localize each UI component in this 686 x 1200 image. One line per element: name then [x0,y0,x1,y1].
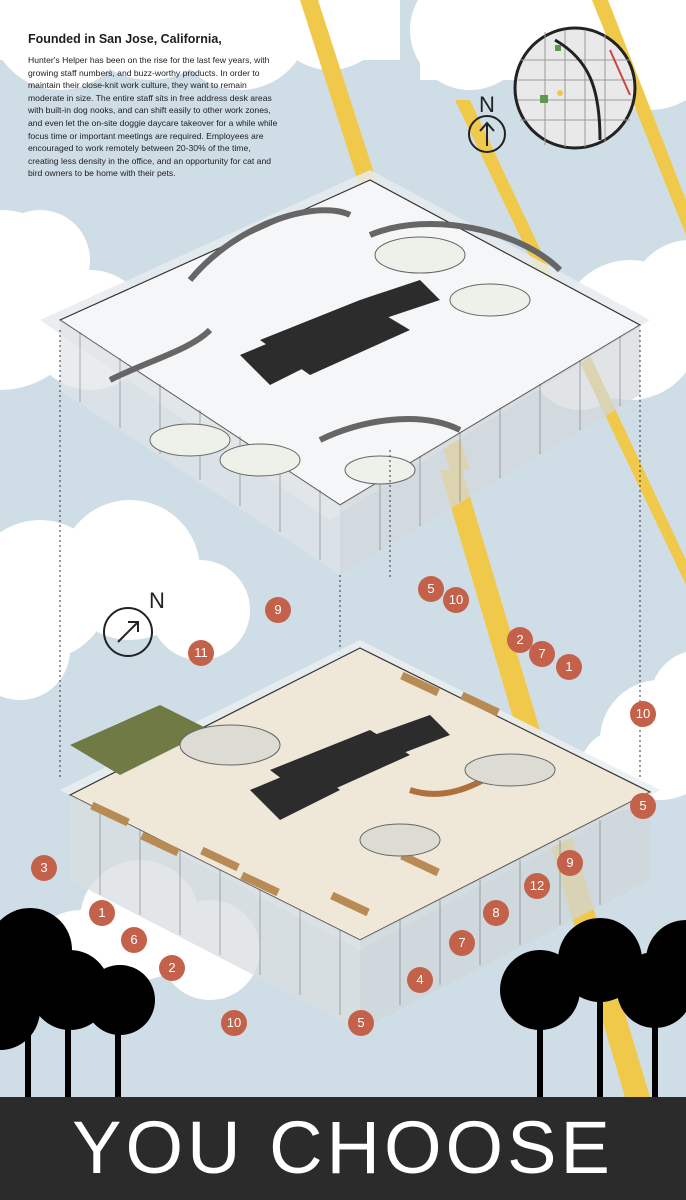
callout-marker: 10 [630,701,656,727]
location-map-icon [513,26,637,150]
callout-marker: 4 [407,967,433,993]
compass-icon [103,607,153,657]
compass-icon [468,115,506,153]
callout-marker: 2 [159,955,185,981]
callout-marker: 2 [507,627,533,653]
banner-title: YOU CHOOSE [72,1106,614,1189]
callout-marker: 3 [31,855,57,881]
callout-marker: 10 [443,587,469,613]
cloud-icon [0,500,250,700]
bottom-banner: YOU CHOOSE [0,1097,686,1200]
callout-marker: 12 [524,873,550,899]
tree-icon [500,918,686,1097]
callout-marker: 9 [557,850,583,876]
callout-marker: 8 [483,900,509,926]
callout-marker: 7 [529,641,555,667]
trees [0,908,686,1097]
callout-marker: 6 [121,927,147,953]
intro-body: Hunter's Helper has been on the rise for… [28,55,278,179]
callout-marker: 7 [449,930,475,956]
callout-marker: 10 [221,1010,247,1036]
intro-text-block: Founded in San Jose, California, Hunter'… [28,32,278,180]
callout-marker: 1 [89,900,115,926]
cloud-icon [0,0,400,90]
lower-floor-plan [60,640,660,1030]
tree-icon [0,908,155,1097]
north-label-lower: N [149,588,165,613]
intro-heading: Founded in San Jose, California, [28,32,222,46]
callout-marker: 5 [630,793,656,819]
callout-marker: 5 [348,1010,374,1036]
callout-marker: 11 [188,640,214,666]
north-label-upper: N [479,92,495,117]
upper-floor-plan [40,170,650,575]
callout-marker: 1 [556,654,582,680]
callout-marker: 9 [265,597,291,623]
callout-marker: 5 [418,576,444,602]
